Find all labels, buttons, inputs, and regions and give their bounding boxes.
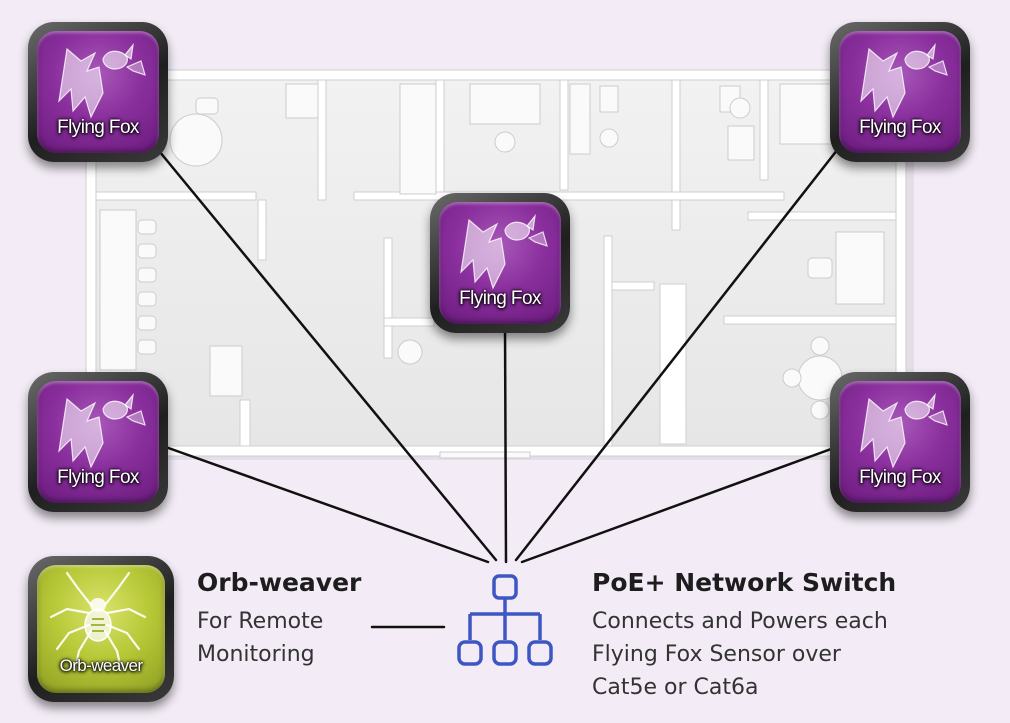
flying-fox-sensor-top-left: Flying Fox [28, 22, 168, 162]
orbweaver-title: Orb-weaver [197, 568, 362, 597]
connection-line [514, 138, 847, 562]
flying-fox-sensor-bottom-left: Flying Fox [28, 372, 168, 512]
flying-fox-sensor-bottom-right: Flying Fox [830, 372, 970, 512]
sensor-label: Flying Fox [859, 117, 941, 138]
bat-icon [860, 392, 948, 469]
orbweaver-description: Orb-weaver For Remote Monitoring [197, 568, 361, 671]
orbweaver-line-1: For Remote [197, 609, 324, 634]
bat-icon [58, 392, 146, 469]
sensor-label: Flying Fox [459, 288, 541, 309]
connection-line [503, 323, 508, 564]
orbweaver-line-2: Monitoring [197, 642, 315, 667]
orbweaver-icon: Orb-weaver [28, 556, 174, 702]
network-switch-line-2: Flying Fox Sensor over [592, 642, 841, 667]
network-switch-title: PoE+ Network Switch [592, 568, 897, 597]
spider-icon [49, 571, 147, 671]
network-connections [148, 138, 847, 629]
sensor-label: Flying Fox [57, 467, 139, 488]
connection-line [158, 443, 490, 564]
network-switch-line-3: Cat5e or Cat6a [592, 675, 759, 700]
bat-icon [460, 213, 548, 290]
network-switch-description: PoE+ Network Switch Connects and Powers … [592, 568, 896, 704]
connection-line [148, 138, 498, 562]
sensor-label: Flying Fox [859, 467, 941, 488]
bat-icon [860, 42, 948, 119]
flying-fox-sensor-top-right: Flying Fox [830, 22, 970, 162]
network-switch-icon [457, 574, 553, 666]
flying-fox-sensor-center: Flying Fox [430, 193, 570, 333]
connection-line [520, 443, 844, 564]
network-switch-line-1: Connects and Powers each [592, 609, 888, 634]
sensor-label: Flying Fox [57, 117, 139, 138]
orbweaver-icon-label: Orb-weaver [59, 656, 143, 675]
bat-icon [58, 42, 146, 119]
